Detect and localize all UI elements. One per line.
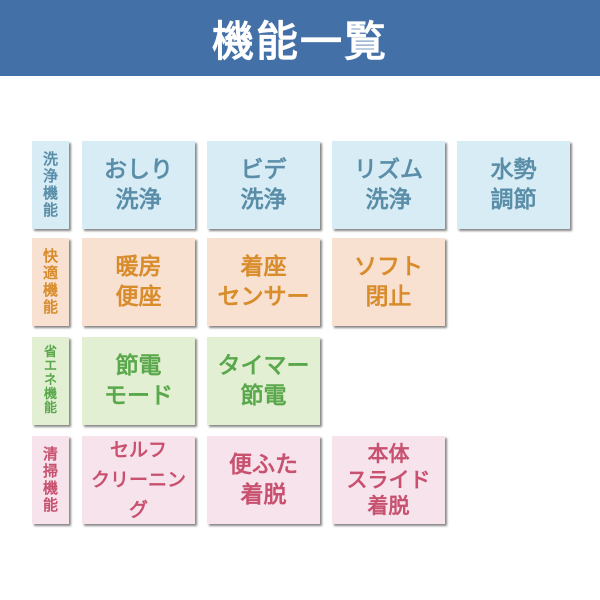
- feature-card: ソフト 閉止: [332, 238, 445, 326]
- feature-card: 本体 スライド 着脱: [332, 436, 445, 524]
- feature-card: リズム 洗浄: [332, 141, 445, 229]
- feature-card: 便ふた 着脱: [207, 436, 320, 524]
- feature-card: 節電 モード: [82, 337, 195, 425]
- category-label: 快 適 機 能: [32, 238, 69, 326]
- feature-card: ビデ 洗浄: [207, 141, 320, 229]
- category-label: 省 エ ネ 機 能: [32, 337, 69, 425]
- feature-card: 水勢 調節: [457, 141, 570, 229]
- feature-card: おしり 洗浄: [82, 141, 195, 229]
- page-title: 機能一覧: [211, 16, 388, 66]
- feature-card: 着座 センサー: [207, 238, 320, 326]
- category-label: 清 掃 機 能: [32, 436, 69, 524]
- feature-card: セルフ クリーニング: [82, 436, 195, 524]
- header-banner: 機能一覧: [0, 0, 600, 76]
- feature-card: 暖房 便座: [82, 238, 195, 326]
- category-label: 洗 浄 機 能: [32, 141, 69, 229]
- feature-card: タイマー 節電: [207, 337, 320, 425]
